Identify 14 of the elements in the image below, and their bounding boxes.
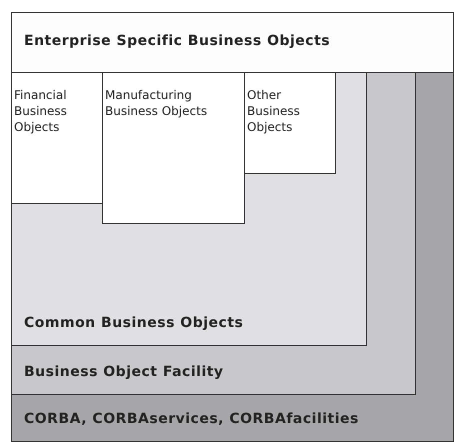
layer-label: CORBA, CORBAservices, CORBAfacilities — [24, 411, 359, 427]
layer-label: Enterprise Specific Business Objects — [24, 33, 330, 49]
component-label: Manufacturing Business Objects — [105, 87, 208, 119]
component-box — [11, 72, 103, 204]
layer-label: Common Business Objects — [24, 315, 244, 331]
layer-panel — [11, 72, 367, 346]
component-box — [102, 72, 245, 224]
layer-panel — [11, 72, 454, 442]
component-box — [244, 72, 336, 174]
layer-band — [11, 12, 454, 73]
component-label: Financial Business Objects — [14, 87, 68, 135]
layer-label: Business Object Facility — [24, 364, 224, 380]
component-label: Other Business Objects — [247, 87, 301, 135]
layer-panel — [11, 72, 416, 395]
